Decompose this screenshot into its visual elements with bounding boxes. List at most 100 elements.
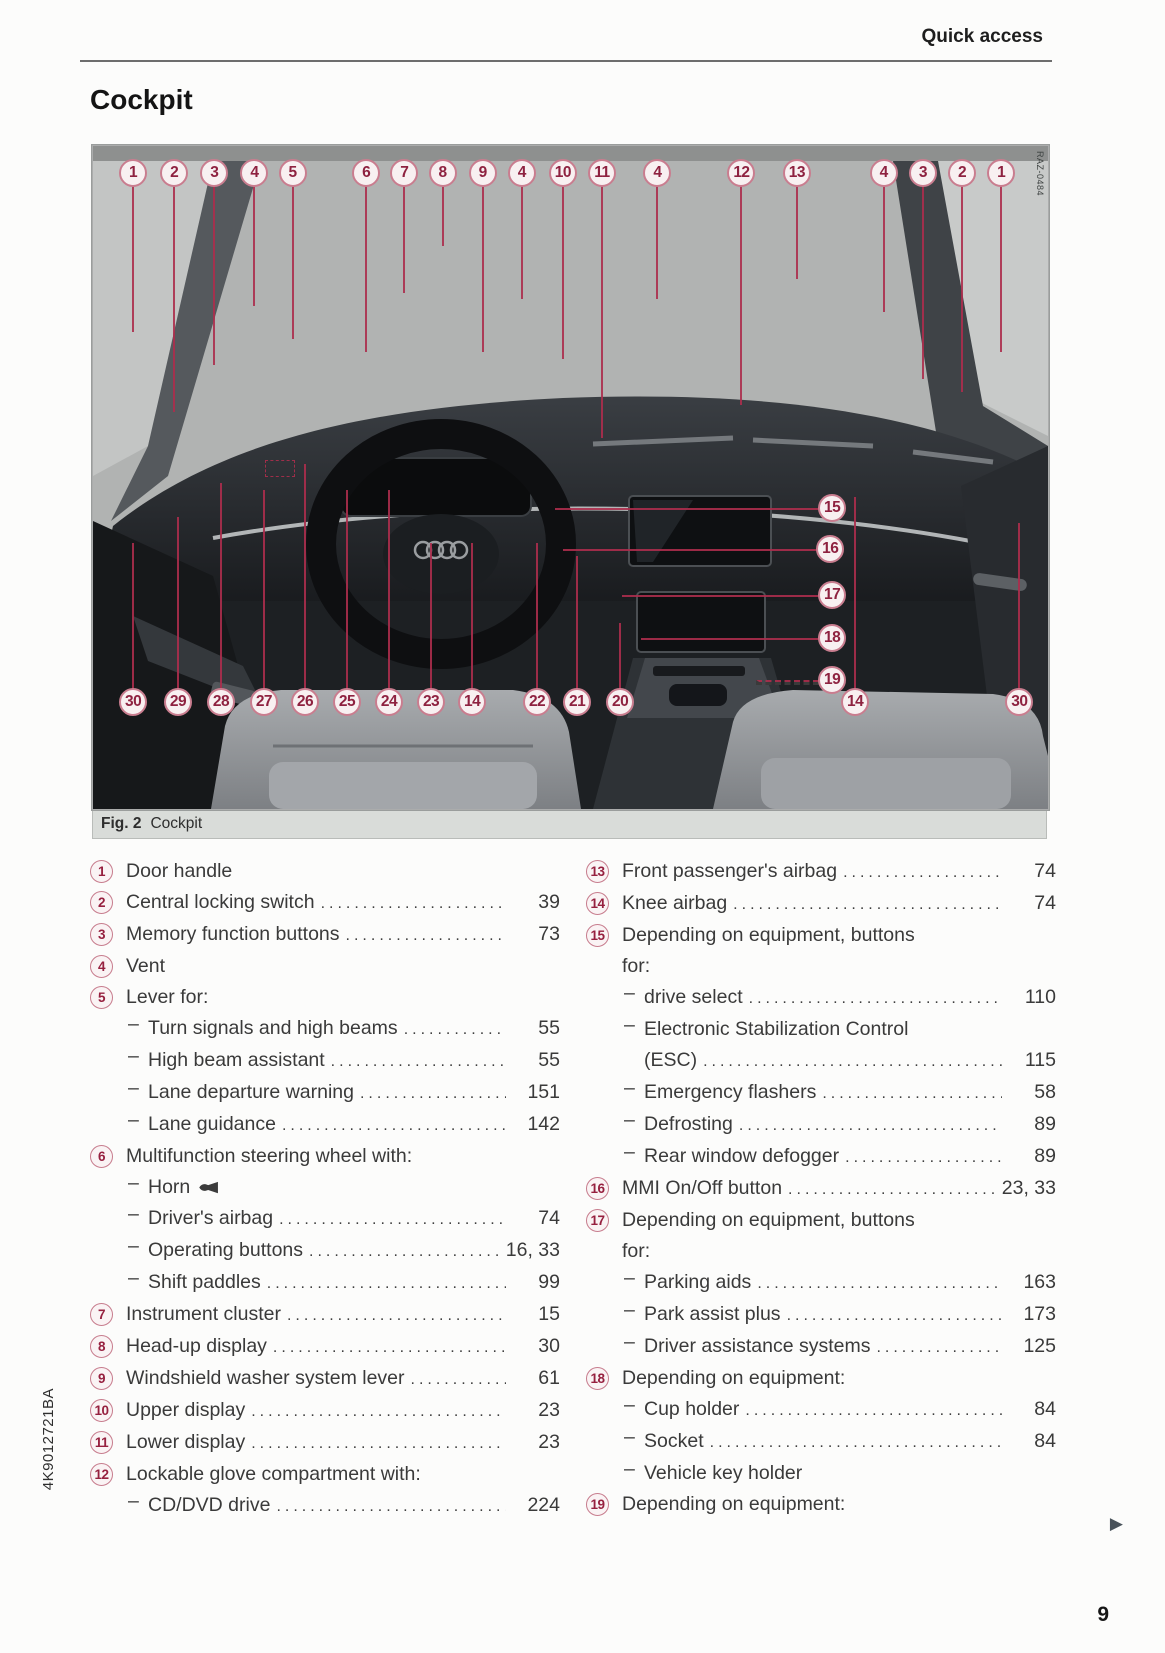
entry-label: Operating buttons [148,1239,304,1261]
callout-13: 13 [782,159,811,188]
list-entry: –Electronic Stabilization Control(ESC)11… [586,1014,1056,1077]
dashed-target-box [264,459,295,477]
callout-leader-line [795,173,798,280]
item-number-badge: 10 [90,1399,113,1422]
callout-leader-line [132,543,135,703]
callout-leader-line [656,173,659,300]
callout-29: 29 [163,688,192,717]
dash-icon: – [128,1267,139,1289]
entry-page-number: 142 [527,1113,560,1135]
entry-page-number: 74 [538,1207,560,1229]
item-number-badge: 1 [90,860,113,883]
entry-label: Depending on equipment: [622,1493,846,1515]
item-number-badge: 6 [90,1145,113,1168]
entry-page-number: 39 [538,891,560,913]
steering-wheel [306,419,576,669]
callout-leader-line [388,490,391,703]
callout-leader-line [601,173,603,439]
leader-dots [346,920,506,951]
entry-label: Rear window defogger [644,1145,840,1167]
leader-dots [757,1268,1002,1299]
leader-dots [404,1014,506,1045]
entry-label: for: [622,1240,651,1262]
dash-icon: – [128,1172,139,1194]
spine-code: 4K9012721BA [40,1388,57,1491]
callout-30: 30 [119,688,148,717]
callout-30: 30 [1005,688,1034,717]
entry-page-number: 84 [1034,1398,1056,1420]
list-entry: –Driver's airbag74 [90,1203,560,1235]
leader-dots [321,888,506,919]
entry-page-number: 151 [527,1081,560,1103]
entry-page-number: 74 [1034,892,1056,914]
dash-icon: – [624,1267,635,1289]
entry-label: Turn signals and high beams [148,1017,398,1039]
item-number-badge: 13 [586,860,609,883]
entry-label: for: [622,955,651,977]
entry-label: Depending on equipment, buttons [622,1209,915,1231]
callout-8: 8 [428,159,457,188]
leader-dots [309,1236,500,1267]
callout-leader-line [403,173,406,293]
list-entry: –Lane departure warning151 [90,1077,560,1109]
item-number-badge: 11 [90,1431,113,1454]
entry-label: CD/DVD drive [148,1494,271,1516]
callout-leader-line [1000,173,1003,353]
callout-4: 4 [643,159,672,188]
list-entry: –Lane guidance142 [90,1109,560,1141]
callout-2: 2 [160,159,189,188]
dash-icon: – [624,982,635,1004]
callout-leader-line [481,173,484,353]
item-number-badge: 4 [90,955,113,978]
entry-label: Knee airbag [622,892,728,914]
dash-icon: – [128,1490,139,1512]
entry-page-number: 115 [1024,1049,1056,1071]
leader-dots [287,1300,506,1331]
callout-22: 22 [523,688,552,717]
list-entry: –Cup holder84 [586,1394,1056,1426]
entry-label: Memory function buttons [126,923,340,945]
entry-page-number: 61 [538,1367,560,1389]
page-number: 9 [1097,1603,1109,1626]
callout-6: 6 [352,159,381,188]
callout-leader-line [471,543,474,703]
callout-20: 20 [606,688,635,717]
entry-page-number: 55 [538,1049,560,1071]
callout-leader-line [1018,523,1021,703]
callout-leader-line [641,637,833,640]
entry-label: Head-up display [126,1335,267,1357]
entry-label: Emergency flashers [644,1081,817,1103]
callout-leader-line [555,507,833,510]
list-entry: –Operating buttons16, 33 [90,1235,560,1267]
entry-label: High beam assistant [148,1049,325,1071]
entry-label: Parking aids [644,1271,752,1293]
item-number-badge: 5 [90,986,113,1009]
entry-page-number: 15 [538,1303,560,1325]
entry-label: Door handle [126,860,233,882]
entry-label: Defrosting [644,1113,733,1135]
leader-dots [745,1395,1002,1426]
item-number-badge: 12 [90,1463,113,1486]
list-entry: –Parking aids163 [586,1267,1056,1299]
callout-leader-line [346,490,349,703]
entry-page-number: 30 [538,1335,560,1357]
callout-7: 7 [390,159,419,188]
list-entry: –Defrosting89 [586,1109,1056,1141]
entry-label: Cup holder [644,1398,740,1420]
list-entry: 1 Door handle [90,856,560,887]
leader-dots [251,1428,506,1459]
dash-icon: – [128,1077,139,1099]
entry-label: Vehicle key holder [644,1462,803,1484]
entry-page-number: 23 [538,1431,560,1453]
list-entry: –Horn [90,1172,560,1203]
